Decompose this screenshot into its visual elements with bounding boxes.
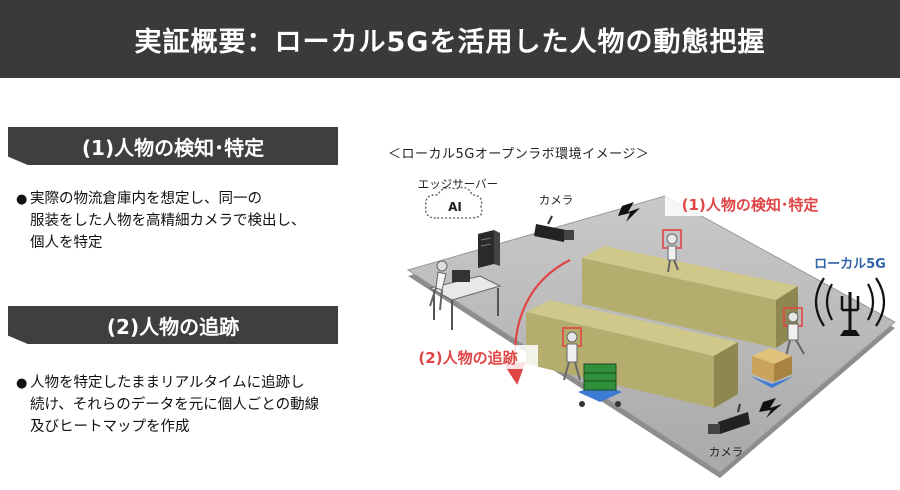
bullet-text: 人物を特定したままリアルタイムに追跡し 続け、それらのデータを元に個人ごとの動線… bbox=[30, 372, 319, 438]
camera-bottom-group: カメラ bbox=[708, 403, 750, 459]
bullet-tracking: ● 人物を特定したままリアルタイムに追跡し 続け、それらのデータを元に個人ごとの… bbox=[16, 372, 356, 438]
bullet-dot-icon: ● bbox=[16, 376, 28, 391]
local5g-group: ローカル5G bbox=[814, 257, 886, 336]
antenna-icon bbox=[814, 277, 886, 336]
bullet-line: 続け、それらのデータを元に個人ごとの動線 bbox=[30, 397, 320, 413]
bullet-line: 実際の物流倉庫内を想定し、同一の bbox=[30, 191, 262, 207]
camera-icon bbox=[708, 403, 750, 434]
cart-icon bbox=[578, 363, 622, 407]
ai-label: AI bbox=[448, 200, 462, 214]
lab-environment-label: ＜ローカル5Gオープンラボ環境イメージ＞ bbox=[388, 147, 650, 162]
bullet-detection: ● 実際の物流倉庫内を想定し、同一の 服装をした人物を高精細カメラで検出し、 個… bbox=[16, 188, 356, 254]
bullet-line: 及びヒートマップを作成 bbox=[30, 419, 190, 435]
bullet-line: 服装をした人物を高精細カメラで検出し、 bbox=[30, 213, 306, 229]
server-tower-icon bbox=[478, 230, 500, 268]
ai-cloud-icon: AI bbox=[425, 186, 483, 219]
section-header-tracking: (2)人物の追跡 bbox=[8, 306, 338, 344]
bullet-line: 人物を特定したままリアルタイムに追跡し bbox=[30, 375, 305, 391]
edge-server-group: エッジサーバー AI bbox=[418, 177, 502, 330]
edge-server-label: エッジサーバー bbox=[418, 177, 498, 191]
operator-person-icon bbox=[429, 260, 448, 311]
bullet-line: 個人を特定 bbox=[30, 235, 103, 251]
signal-bolt-icon bbox=[759, 398, 782, 418]
page-title: 実証概要：ローカル5Gを活用した人物の動態把握 bbox=[0, 0, 900, 78]
warehouse-illustration: エッジサーバー AI カメラ bbox=[398, 177, 896, 478]
section-header-detection: (1)人物の検知･特定 bbox=[8, 127, 338, 165]
callout-track: (2)人物の追跡 bbox=[398, 345, 538, 369]
worker-person-icon bbox=[562, 327, 582, 381]
camera-bottom-label: カメラ bbox=[709, 445, 744, 459]
bullet-text: 実際の物流倉庫内を想定し、同一の 服装をした人物を高精細カメラで検出し、 個人を… bbox=[30, 188, 306, 254]
bullet-dot-icon: ● bbox=[16, 192, 28, 207]
callout-track-label: (2)人物の追跡 bbox=[418, 349, 517, 367]
desk-icon bbox=[428, 270, 502, 330]
local5g-label: ローカル5G bbox=[814, 257, 886, 272]
worker-person-icon bbox=[783, 307, 805, 357]
camera-top-group: カメラ bbox=[534, 193, 574, 242]
parcel-box-icon bbox=[750, 348, 794, 388]
camera-top-label: カメラ bbox=[539, 193, 574, 207]
signal-bolt-icon bbox=[618, 202, 640, 222]
camera-icon bbox=[534, 215, 574, 242]
callout-detect-label: (1)人物の検知･特定 bbox=[682, 196, 819, 214]
callout-detect: (1)人物の検知･特定 bbox=[665, 192, 835, 216]
worker-person-icon bbox=[662, 229, 682, 273]
